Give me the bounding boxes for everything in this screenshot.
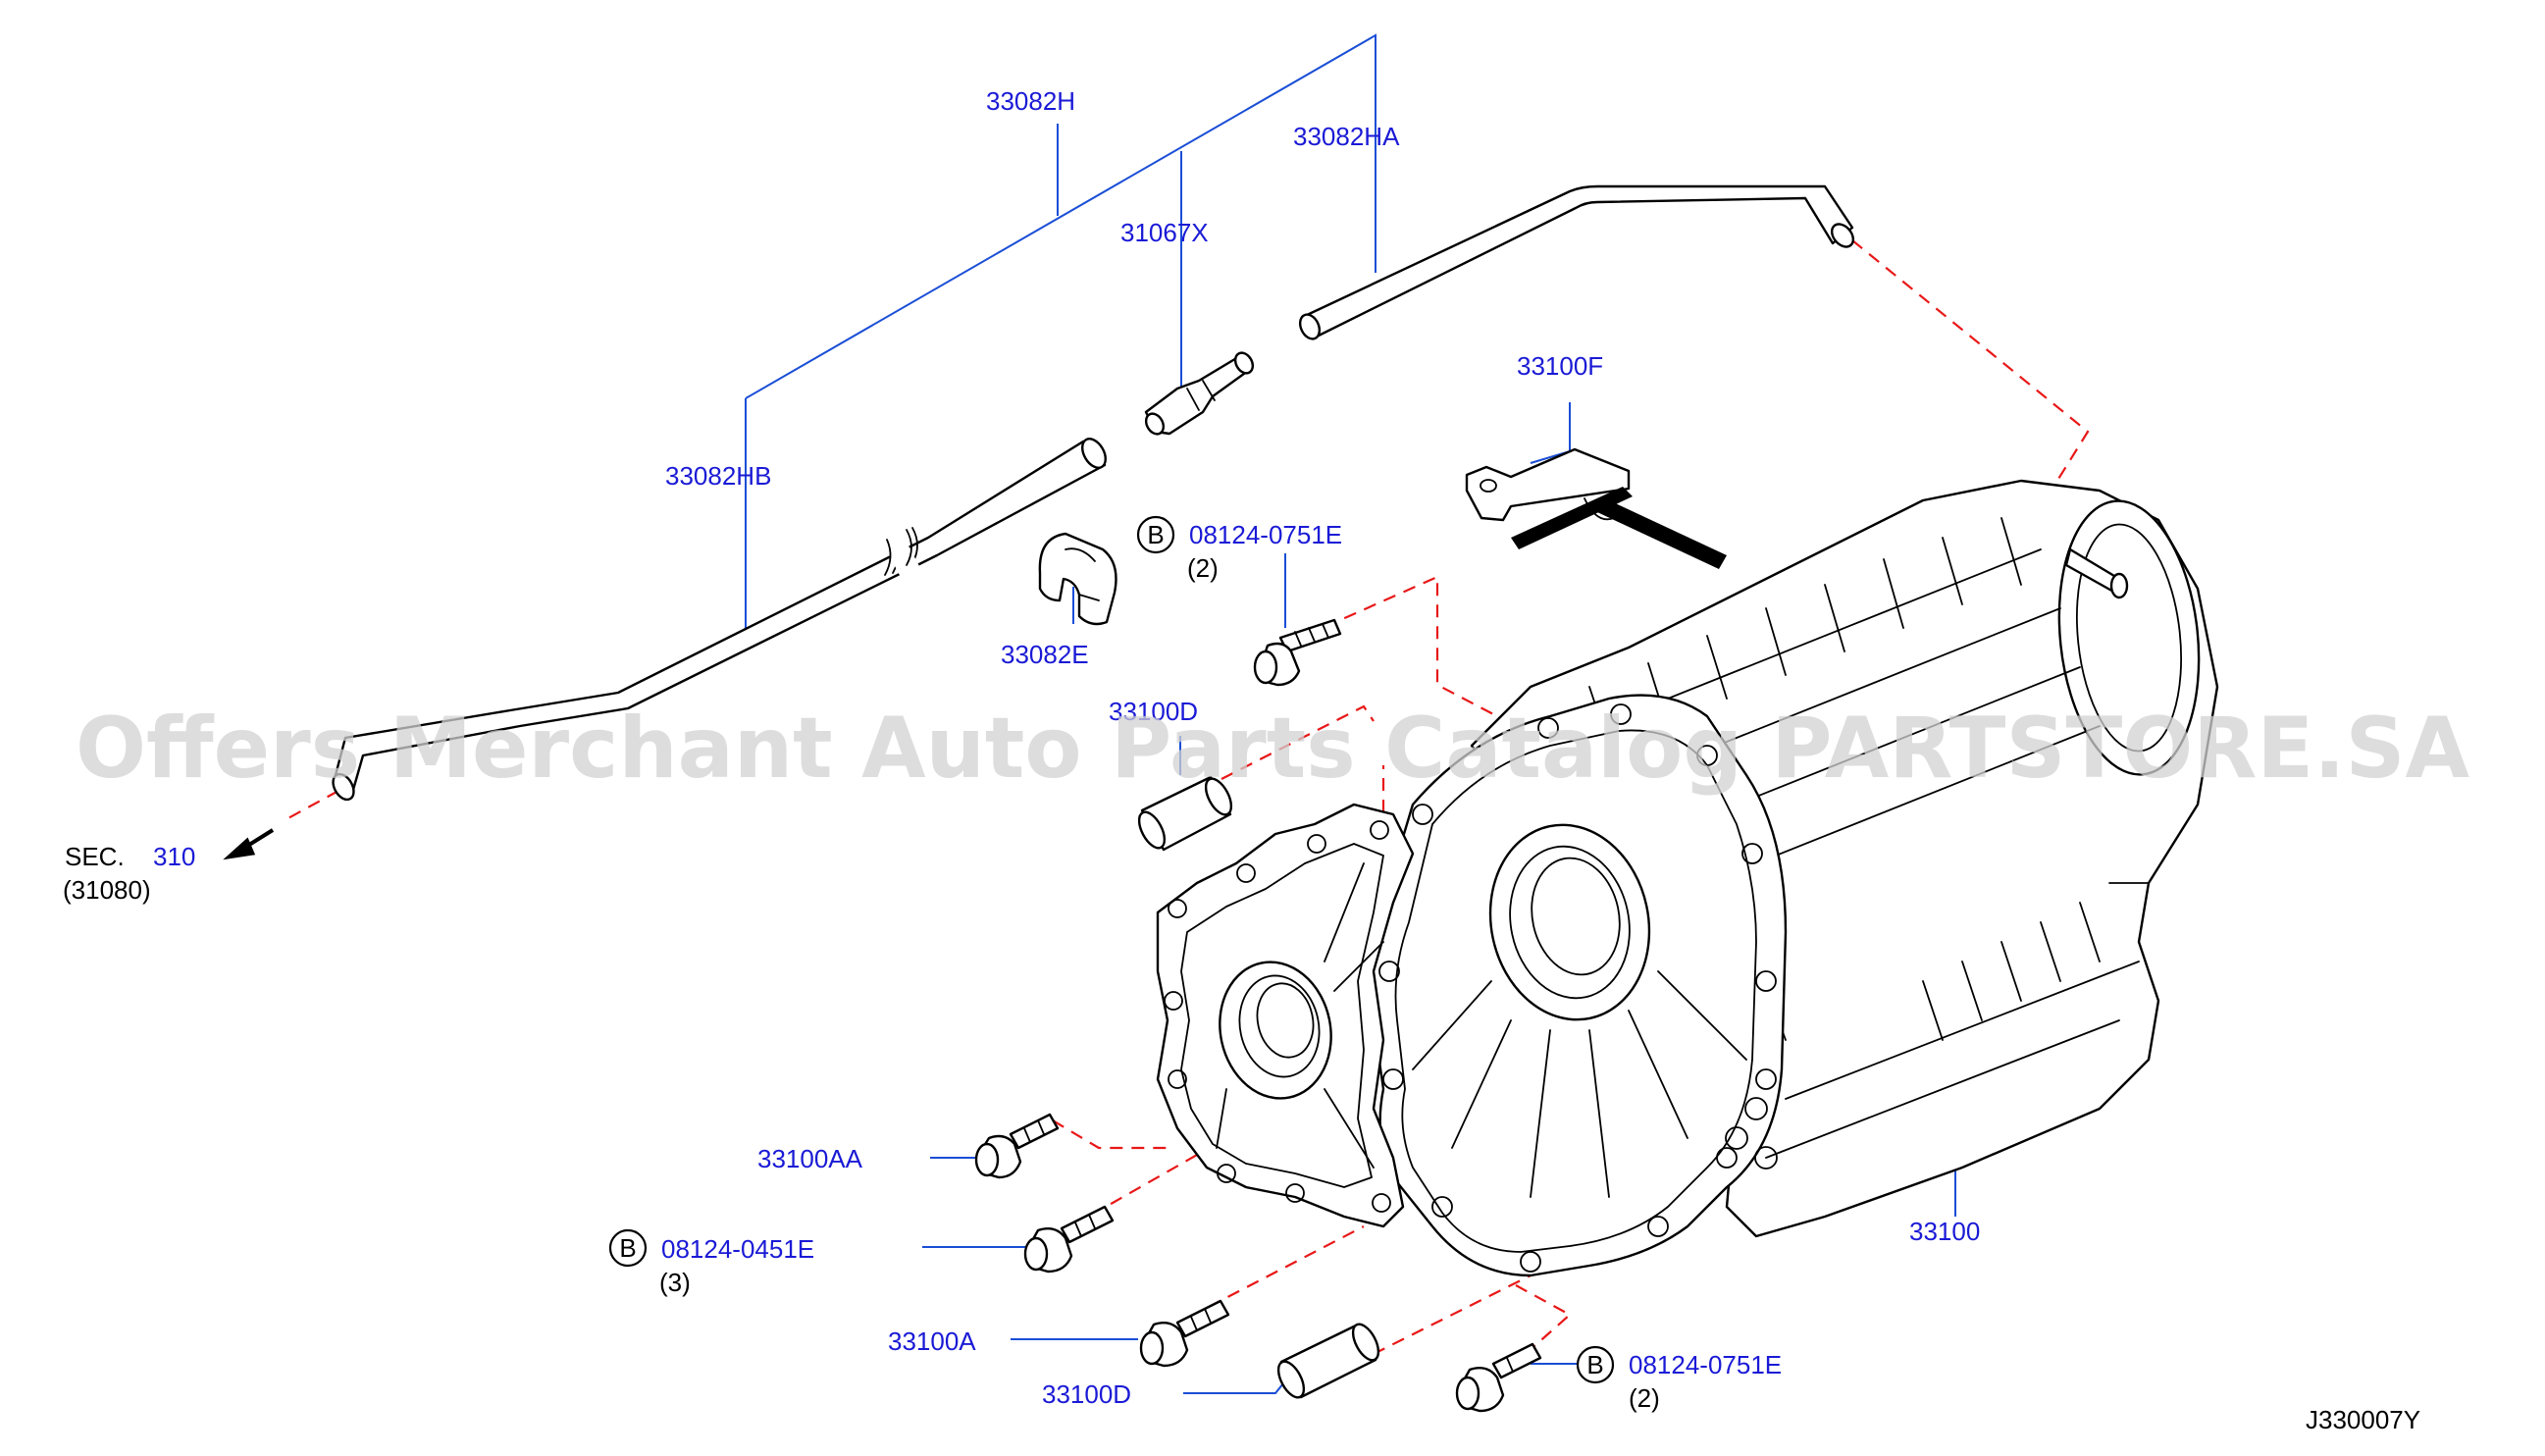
label-33100d-top: 33100D bbox=[1109, 697, 1198, 726]
section-arrow bbox=[223, 828, 275, 860]
bolt-33100a bbox=[1139, 1299, 1230, 1368]
dowel-33100d-bottom bbox=[1276, 1323, 1380, 1399]
label-33082e: 33082E bbox=[1001, 640, 1089, 669]
hose-33082hb bbox=[332, 438, 1107, 802]
bracket-33100f bbox=[1465, 447, 1727, 569]
bolt-left-qty: (3) bbox=[659, 1268, 691, 1297]
label-33082ha: 33082HA bbox=[1293, 122, 1400, 151]
dash-hose-to-case bbox=[1851, 239, 2090, 521]
leader-33100d-bottom bbox=[1183, 1382, 1284, 1394]
bolt-ref-circle-left bbox=[608, 1228, 648, 1268]
clip-33082e bbox=[1038, 532, 1117, 626]
watermark: Offers Merchant Auto Parts Catalog PARTS… bbox=[76, 700, 2469, 798]
label-33100d-bottom: 33100D bbox=[1042, 1379, 1131, 1409]
bolt-ref-circle-top bbox=[1136, 515, 1175, 554]
bolt-ref-markers: B B B bbox=[608, 515, 1615, 1384]
bolt-33100aa bbox=[974, 1113, 1060, 1179]
label-33100a: 33100A bbox=[888, 1326, 976, 1356]
leader-lines bbox=[745, 33, 1956, 1394]
section-sub: (31080) bbox=[63, 875, 151, 905]
bolt-left-08124-0451e bbox=[1023, 1205, 1115, 1274]
dash-bolt-aa bbox=[1052, 1119, 1168, 1150]
label-33100: 33100 bbox=[1909, 1217, 1980, 1246]
dash-bolt-top bbox=[1304, 575, 1517, 727]
dash-dowel-bottom bbox=[1353, 1274, 1532, 1365]
bolt-ref-letter-top: B bbox=[1147, 520, 1164, 549]
bolt-bottom-part: 08124-0751E bbox=[1629, 1350, 1782, 1379]
part-labels: 33082H 33082HA 31067X 33082HB 33100F 330… bbox=[63, 86, 2420, 1434]
bolt-bottom-08124-0751e bbox=[1455, 1342, 1542, 1413]
bolt-top-part: 08124-0751E bbox=[1189, 520, 1342, 549]
hose-33082ha bbox=[1298, 184, 1855, 340]
bolt-ref-circle-bottom bbox=[1576, 1345, 1615, 1384]
bolt-top-08124-0751e bbox=[1253, 618, 1342, 687]
bolt-bottom-qty: (2) bbox=[1629, 1383, 1660, 1413]
dowel-33100d-top bbox=[1137, 775, 1233, 852]
dash-bolt-a bbox=[1208, 1225, 1365, 1308]
diagram-id: J330007Y bbox=[2306, 1405, 2420, 1434]
connector-31067x bbox=[1144, 351, 1255, 436]
label-33100f: 33100F bbox=[1517, 351, 1603, 381]
label-33082h: 33082H bbox=[986, 86, 1075, 116]
dash-dowel-top bbox=[1221, 704, 1375, 780]
label-33100aa: 33100AA bbox=[757, 1144, 863, 1173]
transfer-case-33100 bbox=[1156, 479, 2219, 1277]
bolt-ref-letter-left: B bbox=[619, 1233, 636, 1263]
section-number: 310 bbox=[153, 842, 195, 871]
bolt-ref-letter-bottom: B bbox=[1586, 1350, 1603, 1379]
bolt-left-part: 08124-0451E bbox=[661, 1234, 814, 1264]
dash-hose-to-sec bbox=[284, 790, 339, 821]
bolt-top-qty: (2) bbox=[1187, 553, 1219, 583]
label-33082hb: 33082HB bbox=[665, 461, 771, 491]
label-31067x: 31067X bbox=[1120, 218, 1209, 247]
dash-bolt-bottom bbox=[1515, 1284, 1572, 1355]
section-prefix: SEC. bbox=[65, 842, 125, 871]
